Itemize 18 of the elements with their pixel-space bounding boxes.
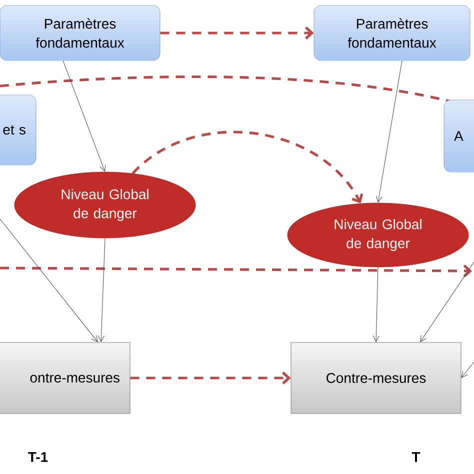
- arrow: [372, 266, 380, 342]
- dashed-arrow: [132, 130, 364, 204]
- time-label: T-1: [28, 452, 48, 462]
- param-box: Paramètres fondamentaux: [0, 5, 160, 61]
- dashed-arrow: [160, 26, 314, 40]
- dashed-arrow: [130, 372, 291, 384]
- param-box: A: [444, 100, 474, 172]
- arrow: [98, 238, 106, 342]
- countermeasure-box: ontre-mesures: [0, 342, 130, 414]
- arrow: [62, 60, 106, 172]
- arrow: [376, 60, 402, 202]
- arrow: [420, 262, 474, 342]
- param-box: Paramètres fondamentaux: [314, 5, 470, 61]
- countermeasure-box: Contre-mesures: [290, 342, 462, 414]
- time-label: T: [412, 452, 420, 462]
- param-box: et s: [0, 94, 36, 166]
- arrow: [461, 362, 474, 378]
- arrow: [0, 218, 98, 342]
